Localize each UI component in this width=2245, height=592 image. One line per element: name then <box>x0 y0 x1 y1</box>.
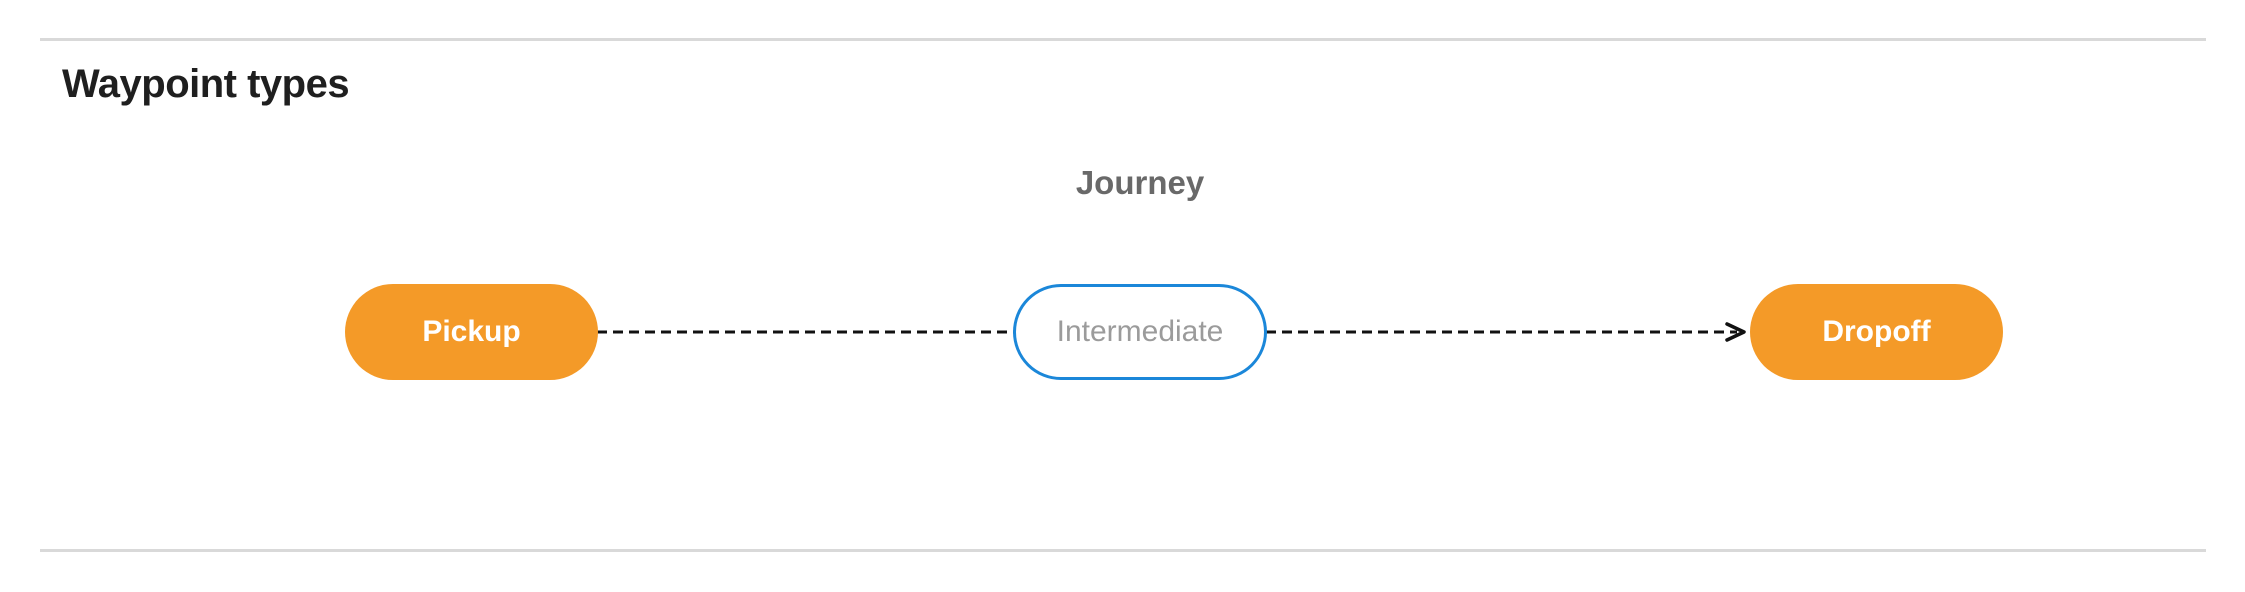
node-dropoff-label: Dropoff <box>1822 315 1931 348</box>
node-intermediate-label: Intermediate <box>1056 315 1224 348</box>
page-title: Waypoint types <box>62 62 350 106</box>
arrowhead-icon <box>1725 322 1746 342</box>
node-pickup-label: Pickup <box>422 315 521 348</box>
node-dropoff: Dropoff <box>1750 284 2003 380</box>
node-intermediate: Intermediate <box>1013 284 1267 380</box>
node-pickup: Pickup <box>345 284 598 380</box>
bottom-divider <box>40 549 2206 552</box>
diagram-title: Journey <box>1075 164 1205 201</box>
top-divider <box>40 38 2206 41</box>
